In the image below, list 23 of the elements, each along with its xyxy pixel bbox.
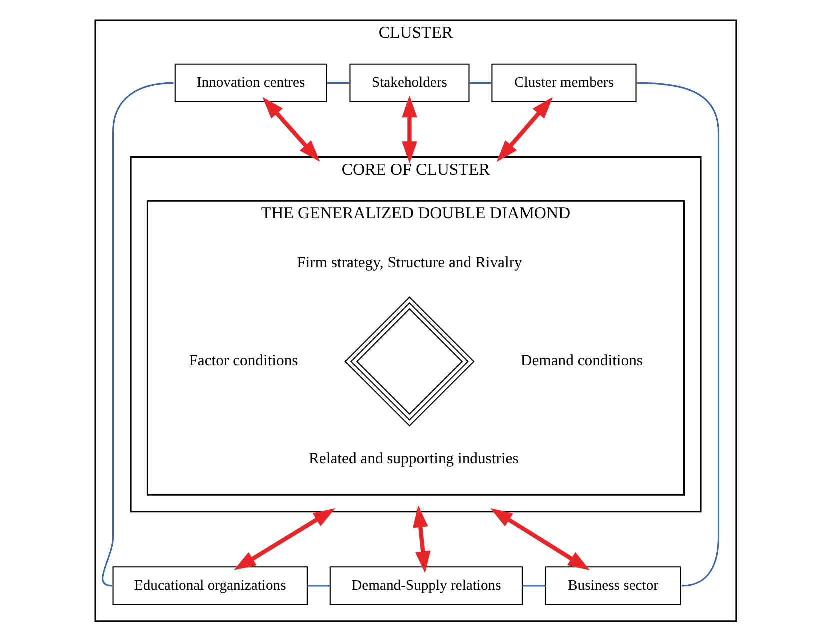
arrow: [234, 508, 336, 570]
node-label: Factor conditions: [189, 352, 298, 370]
arrow: [413, 506, 431, 574]
arrow: [262, 97, 320, 162]
arrow: [490, 508, 590, 570]
node-label: Firm strategy, Structure and Rivalry: [297, 254, 522, 272]
node-box: Cluster members: [492, 64, 637, 102]
node-label: Related and supporting industries: [309, 450, 519, 468]
connector: [469, 82, 492, 84]
node-label: Demand conditions: [520, 352, 644, 370]
arrow: [402, 96, 418, 164]
node-box: Educational organizations: [112, 566, 308, 606]
arrow: [496, 97, 553, 162]
connector: [327, 82, 350, 84]
connector: [308, 585, 330, 587]
node-diamond: [344, 296, 475, 427]
node-box: Innovation centres: [174, 64, 328, 102]
connector: [102, 82, 174, 587]
node-box: Business sector: [545, 566, 682, 606]
connector: [522, 585, 546, 587]
connector: [637, 82, 720, 587]
node-box: Stakeholders: [350, 64, 470, 102]
node-box: Demand-Supply relations: [330, 566, 523, 606]
